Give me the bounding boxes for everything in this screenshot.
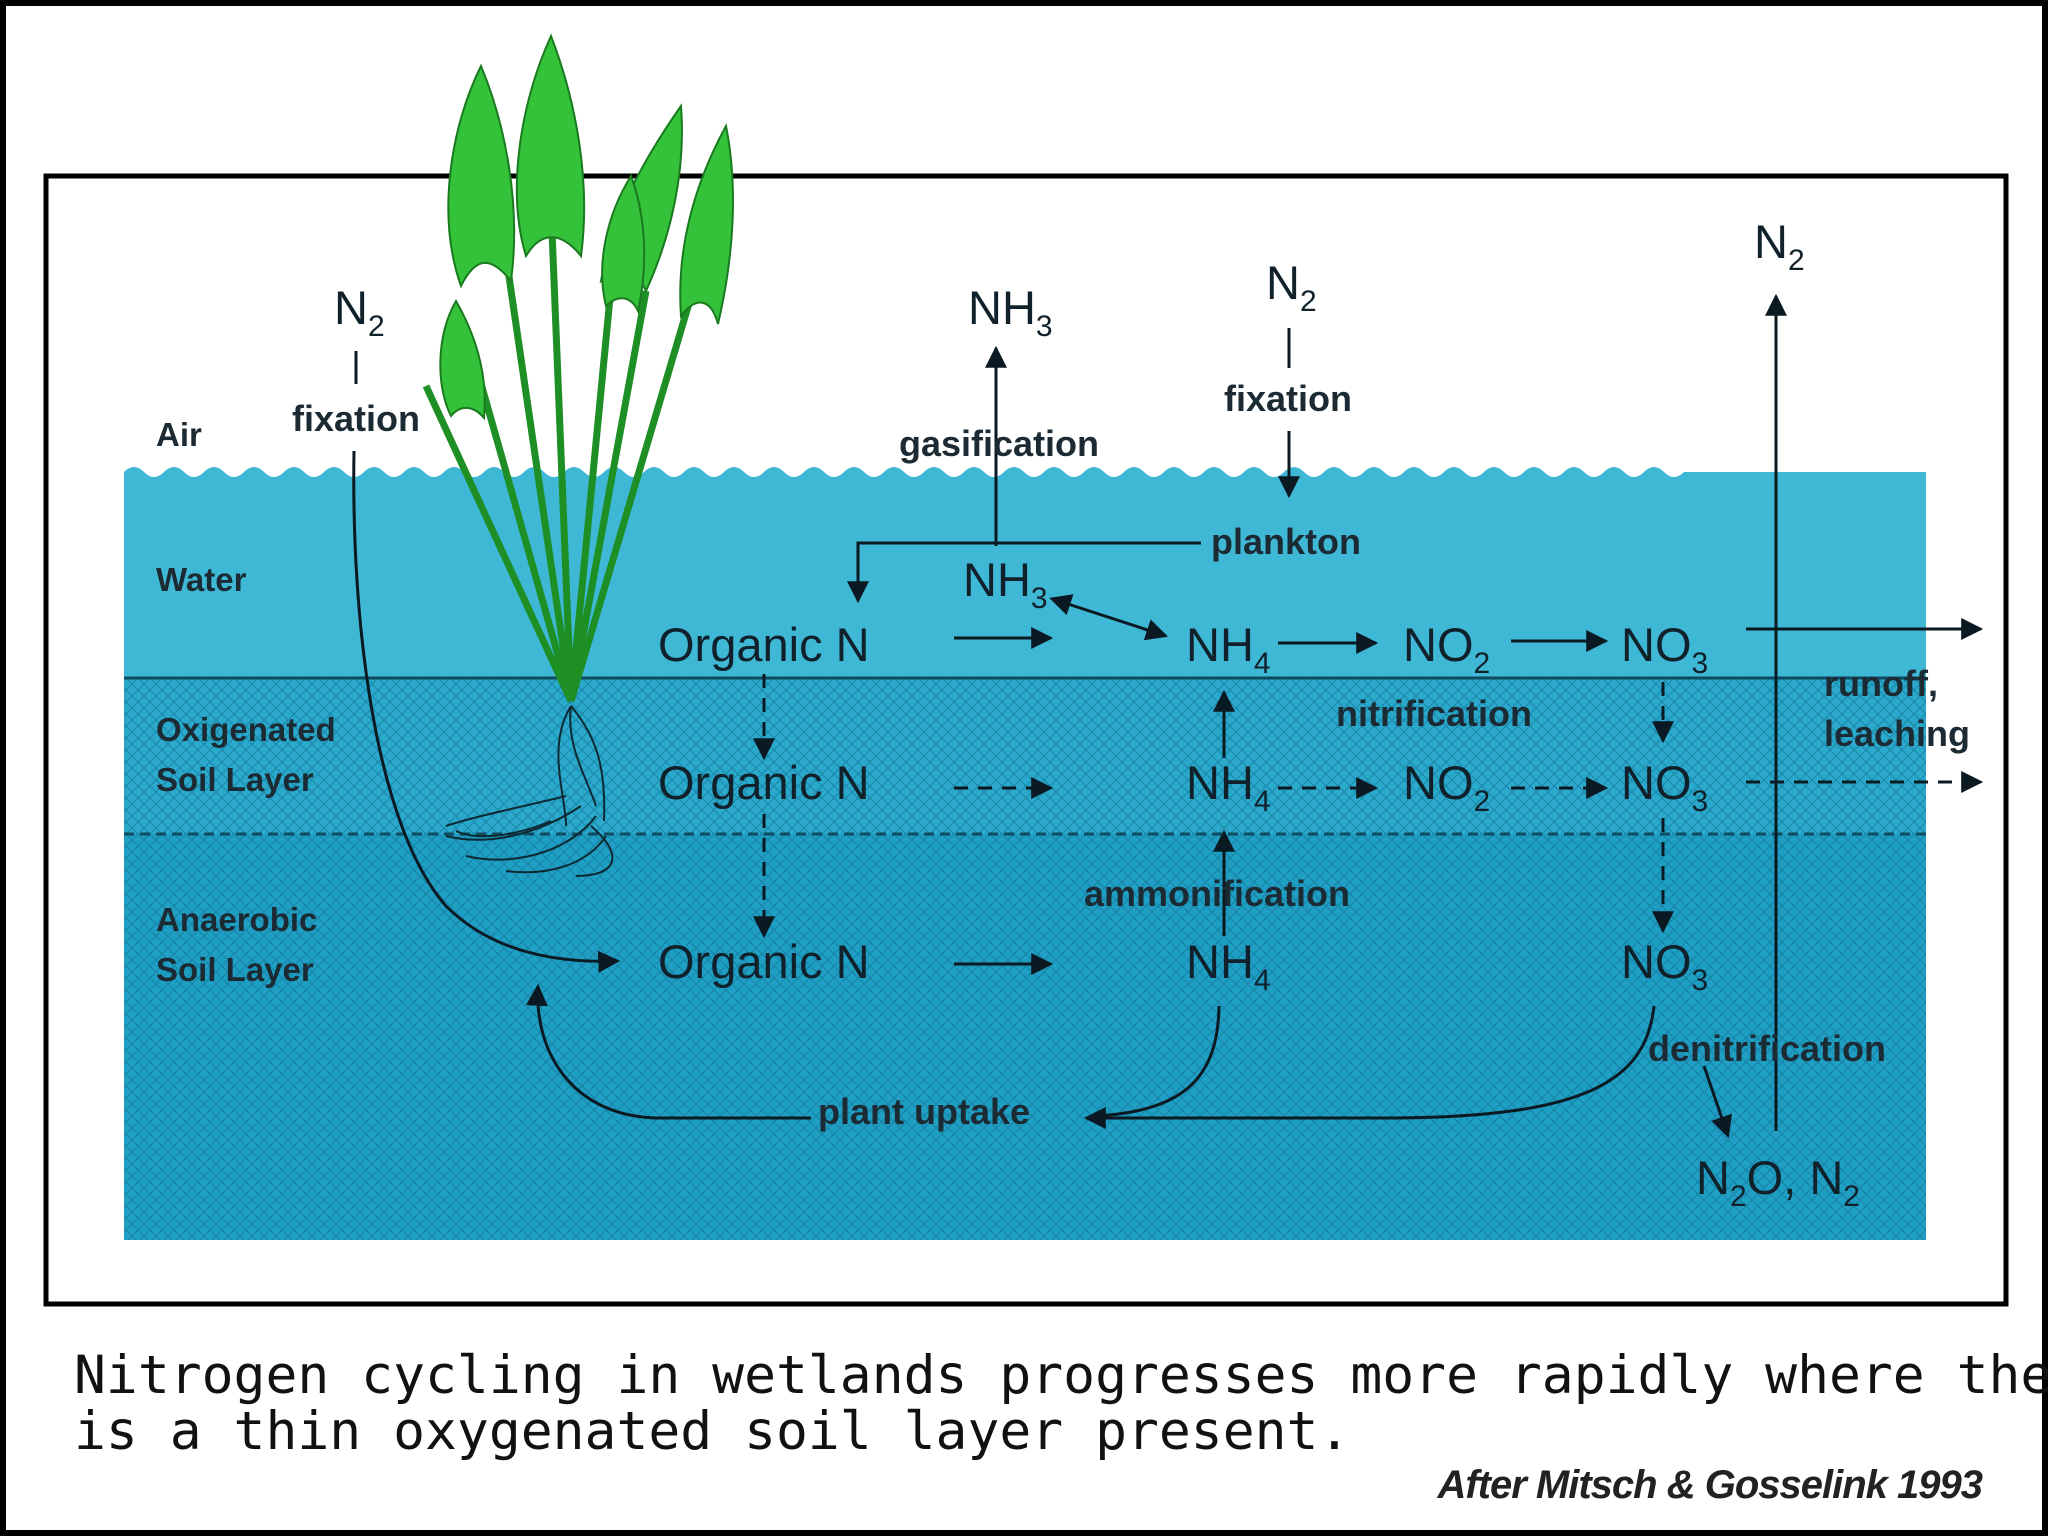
oxy-organic-n: Organic N [658, 756, 870, 809]
zone-oxygenated-label-2: Soil Layer [156, 761, 314, 798]
plankton-label: plankton [1211, 521, 1361, 562]
zone-air-label: Air [156, 416, 202, 453]
source-credit: After Mitsch & Gosselink 1993 [1437, 1463, 1983, 1507]
ammonification-label: ammonification [1084, 873, 1350, 914]
oxy-no3: NO3 [1621, 756, 1708, 818]
figure-page: Air Water Oxigenated Soil Layer Anaerobi… [6, 6, 2048, 1530]
water-nh4: NH4 [1186, 618, 1271, 680]
water-organic-n: Organic N [658, 618, 870, 671]
plant-uptake-arrow [525, 983, 811, 1120]
fixation-left-arrow [352, 450, 621, 973]
oxy-nh4: NH4 [1186, 756, 1271, 818]
oxy-no2: NO2 [1403, 756, 1490, 818]
anaerobic-organic-n: Organic N [658, 935, 870, 988]
wetland-plant-icon [422, 33, 734, 877]
n2-right-label: N2 [1754, 215, 1805, 277]
fixation-left-label: fixation [292, 398, 420, 439]
zone-water-label: Water [156, 561, 247, 598]
nitrogen-cycle-diagram: Air Water Oxigenated Soil Layer Anaerobi… [43, 33, 2009, 1307]
plankton-arrow [847, 541, 1201, 604]
anaerobic-no3: NO3 [1621, 935, 1708, 997]
nitrification-label: nitrification [1336, 693, 1532, 734]
zone-anaerobic-label-1: Anaerobic [156, 901, 317, 938]
n2-mid-label: N2 [1266, 256, 1317, 318]
n2o-n2-products: N2O, N2 [1696, 1151, 1860, 1213]
plant-uptake-label: plant uptake [818, 1091, 1030, 1132]
caption-line-1: Nitrogen cycling in wetlands progresses … [74, 1345, 2048, 1406]
denitrification-arrow [1702, 1065, 1732, 1139]
fixation-mid-label: fixation [1224, 378, 1352, 419]
caption-line-2: is a thin oxygenated soil layer present. [74, 1401, 1351, 1462]
water-no2: NO2 [1403, 618, 1490, 680]
figure-caption: Nitrogen cycling in wetlands progresses … [74, 1348, 2048, 1460]
water-no3: NO3 [1621, 618, 1708, 680]
denitrification-label: denitrification [1648, 1028, 1886, 1069]
runoff-label-1: runoff, [1824, 663, 1938, 704]
nh3-top-label: NH3 [968, 281, 1053, 343]
plant-uptake-from-no3-arrow [1083, 1005, 1656, 1129]
water-nh3: NH3 [963, 553, 1048, 615]
gasification-label: gasification [899, 423, 1099, 464]
n2-left-label: N2 [334, 281, 385, 343]
runoff-label-2: leaching [1824, 713, 1970, 754]
anaerobic-nh4: NH4 [1186, 935, 1271, 997]
zone-anaerobic-label-2: Soil Layer [156, 951, 314, 988]
zone-oxygenated-label-1: Oxigenated [156, 711, 336, 748]
water-layer [124, 467, 1926, 678]
